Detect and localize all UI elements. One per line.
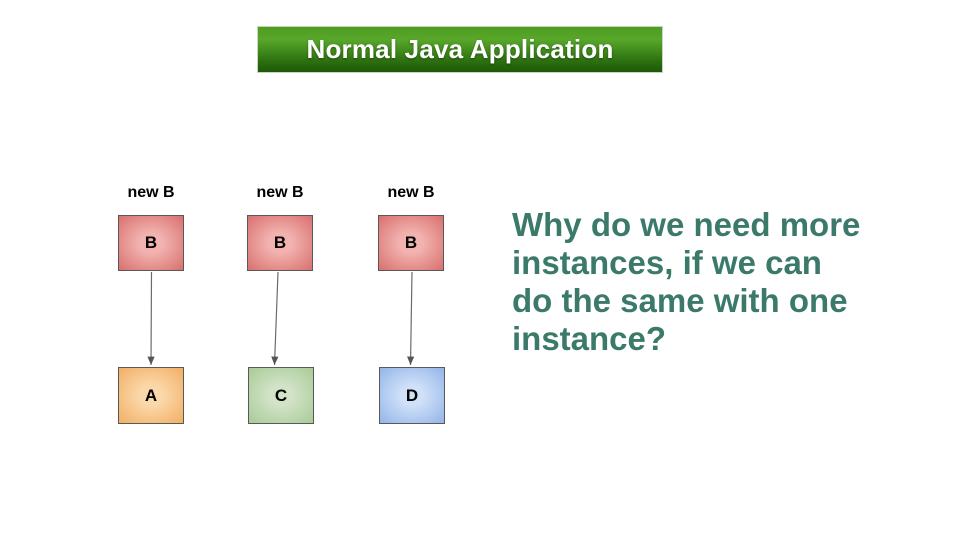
box-b-3-label: B — [404, 233, 418, 252]
new-b-label-1: new B — [127, 184, 175, 201]
arrow-b-to-c — [271, 271, 279, 366]
new-b-label-3: new B — [387, 184, 435, 201]
arrow-b-to-a — [147, 271, 155, 366]
title-banner: Normal Java Application — [257, 26, 663, 73]
box-b-1: B — [118, 215, 184, 271]
box-a: A — [118, 367, 184, 424]
box-d: D — [379, 367, 445, 424]
box-c-label: C — [274, 385, 288, 405]
arrow-b-to-d — [407, 271, 415, 366]
question-line-2: instances, if we can — [512, 244, 822, 281]
question-text: Why do we need more instances, if we can… — [512, 206, 860, 358]
question-line-4: instance? — [512, 320, 667, 357]
box-d-label: D — [405, 385, 419, 405]
box-b-2: B — [247, 215, 313, 271]
box-c: C — [248, 367, 314, 424]
question-line-3: do the same with one — [512, 282, 848, 319]
question-line-1: Why do we need more — [512, 206, 861, 243]
box-b-1-label: B — [144, 233, 158, 252]
box-b-2-label: B — [273, 233, 287, 252]
box-a-label: A — [144, 385, 158, 405]
box-b-3: B — [378, 215, 444, 271]
title-banner-label: Normal Java Application — [306, 34, 614, 64]
new-b-label-2: new B — [256, 184, 304, 201]
